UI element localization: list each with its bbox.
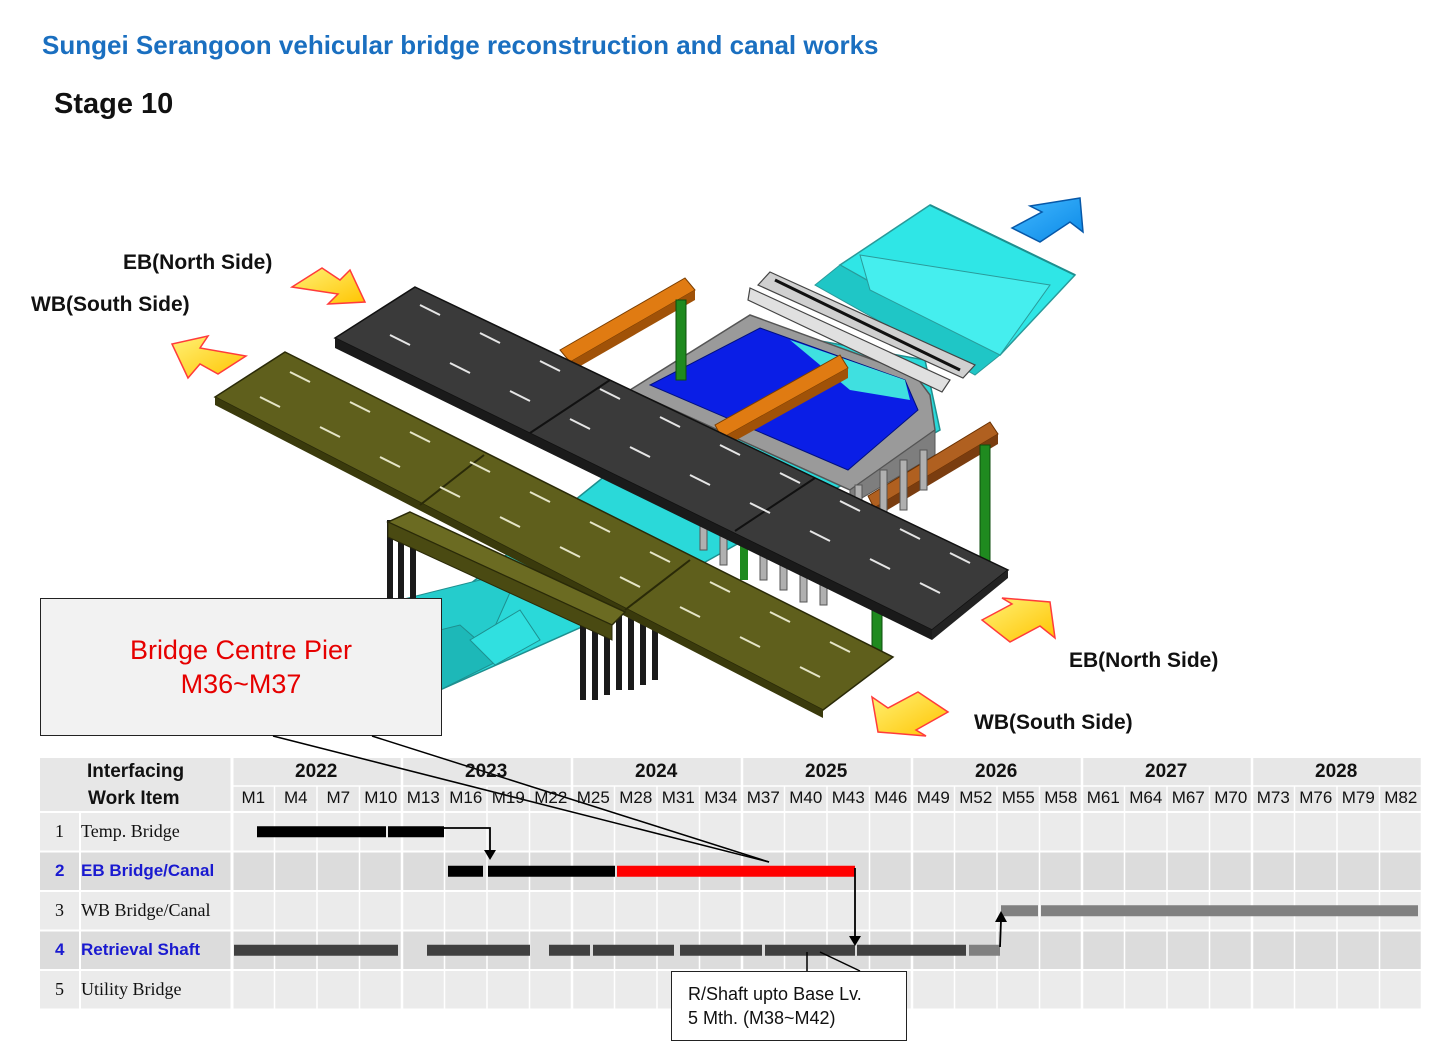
wb-south-label-top: WB(South Side) xyxy=(31,293,190,316)
gantt-month-label: M4 xyxy=(283,788,308,807)
note-pointer-line xyxy=(819,951,861,972)
gantt-row-number: 1 xyxy=(55,821,64,841)
note-line-2: 5 Mth. (M38~M42) xyxy=(688,1008,836,1028)
gantt-year-label: 2022 xyxy=(295,761,338,782)
gantt-month-label: M49 xyxy=(916,788,950,807)
gantt-bar-darkgrey xyxy=(427,944,530,956)
gantt-month-label: M58 xyxy=(1044,788,1078,807)
callout-pointer-line xyxy=(371,735,770,863)
bridge-3d-diagram xyxy=(170,197,1084,737)
gantt-bar-darkgrey xyxy=(549,944,590,956)
gantt-header-bg xyxy=(40,758,1422,812)
eb-outbound-arrow-icon xyxy=(980,597,1057,643)
eb-bridge-deck xyxy=(333,286,1010,640)
canal-downstream xyxy=(814,204,1077,376)
gantt-month-label: M76 xyxy=(1299,788,1333,807)
gantt-month-label: M34 xyxy=(704,788,738,807)
gantt-month-label: M40 xyxy=(789,788,823,807)
wb-inbound-arrow-icon xyxy=(870,691,950,737)
callout-pointer-line xyxy=(272,735,770,863)
gantt-row-label: Retrieval Shaft xyxy=(81,939,201,959)
gantt-month-label: M46 xyxy=(874,788,908,807)
gantt-month-label: M70 xyxy=(1214,788,1248,807)
note-line-1: R/Shaft upto Base Lv. xyxy=(688,984,862,1004)
dependency-shaft-to-wb xyxy=(999,919,1002,948)
gantt-bar-black xyxy=(257,826,386,838)
gantt-month-label: M37 xyxy=(746,788,780,807)
stage-label: Stage 10 xyxy=(54,88,174,120)
gantt-bar-black xyxy=(488,865,615,877)
gantt-header-line-2: Work Item xyxy=(88,788,180,809)
gantt-bar-grey xyxy=(1041,905,1418,917)
gantt-header-line-1: Interfacing xyxy=(87,761,185,782)
temporary-bridge xyxy=(386,511,627,641)
gantt-month-label: M82 xyxy=(1384,788,1418,807)
gantt-row-label: Utility Bridge xyxy=(81,979,182,999)
gantt-month-label: M64 xyxy=(1129,788,1163,807)
gantt-month-label: M19 xyxy=(491,788,525,807)
gantt-month-label: M43 xyxy=(831,788,865,807)
gantt-month-label: M67 xyxy=(1171,788,1205,807)
gantt-row-bg xyxy=(40,812,1422,852)
gantt-year-label: 2028 xyxy=(1315,761,1358,782)
gantt-bar-darkgrey xyxy=(857,944,966,956)
dependency-temp-to-eb xyxy=(444,827,491,852)
gantt-month-label: M61 xyxy=(1086,788,1120,807)
dependency-arrowhead-icon xyxy=(849,936,861,946)
gantt-bar-darkgrey xyxy=(593,944,674,956)
dependency-arrowhead-icon xyxy=(995,911,1007,922)
gantt-bar-darkgrey xyxy=(680,944,762,956)
page-title: Sungei Serangoon vehicular bridge recons… xyxy=(42,30,879,60)
gantry-beam xyxy=(747,271,977,393)
gantt-bar-darkgrey xyxy=(765,944,855,956)
flow-direction-arrow-icon xyxy=(1010,197,1084,243)
gantt-row-number: 2 xyxy=(55,860,65,880)
gantt-row-label: EB Bridge/Canal xyxy=(81,860,215,880)
wb-outbound-arrow-icon xyxy=(170,334,249,380)
eb-north-label-bottom: EB(North Side) xyxy=(1069,649,1219,672)
gantt-row-number: 3 xyxy=(55,900,64,920)
gantt-bar-red xyxy=(617,865,855,877)
gantt-row-label: Temp. Bridge xyxy=(81,821,180,841)
eb-inbound-arrow-icon xyxy=(289,267,367,305)
gantt-month-label: M52 xyxy=(959,788,993,807)
gantt-bar-darkgrey xyxy=(234,944,398,956)
gantt-month-label: M28 xyxy=(619,788,653,807)
gantt-month-label: M10 xyxy=(364,788,398,807)
callout-line-2: M36~M37 xyxy=(180,669,302,699)
gantt-year-label: 2027 xyxy=(1145,761,1188,782)
callout-line-1: Bridge Centre Pier xyxy=(129,635,353,665)
gantt-bar-black xyxy=(448,865,483,877)
gantt-year-label: 2023 xyxy=(465,761,508,782)
piles-black xyxy=(387,520,658,700)
gantt-month-label: M31 xyxy=(661,788,695,807)
wb-bridge-deck xyxy=(213,351,895,718)
gantt-row-number: 4 xyxy=(55,939,65,959)
gantt-year-label: 2024 xyxy=(635,761,678,782)
dependency-arrowhead-icon xyxy=(484,850,496,860)
gantt-bar-black xyxy=(388,826,444,838)
gantt-month-label: M16 xyxy=(449,788,483,807)
gantt-bar-grey xyxy=(969,944,1000,956)
gantt-month-label: M55 xyxy=(1001,788,1035,807)
gantt-row-number: 5 xyxy=(55,979,64,999)
retrieval-shaft-note: R/Shaft upto Base Lv. 5 Mth. (M38~M42) xyxy=(671,971,907,1041)
eb-north-label-top: EB(North Side) xyxy=(123,251,273,274)
gantt-month-label: M1 xyxy=(241,788,266,807)
gantt-month-label: M25 xyxy=(576,788,610,807)
bridge-centre-pier-callout: Bridge Centre Pier M36~M37 xyxy=(40,598,442,736)
gantt-month-label: M79 xyxy=(1341,788,1375,807)
gantt-month-label: M22 xyxy=(534,788,568,807)
gantt-bar-grey xyxy=(1001,905,1038,917)
wb-south-label-bottom: WB(South Side) xyxy=(974,711,1133,734)
gantt-row-label: WB Bridge/Canal xyxy=(81,900,211,920)
gantt-year-label: 2025 xyxy=(805,761,848,782)
gantt-month-label: M13 xyxy=(406,788,440,807)
gantt-month-label: M7 xyxy=(326,788,351,807)
gantt-month-label: M73 xyxy=(1256,788,1290,807)
gantt-year-label: 2026 xyxy=(975,761,1018,782)
